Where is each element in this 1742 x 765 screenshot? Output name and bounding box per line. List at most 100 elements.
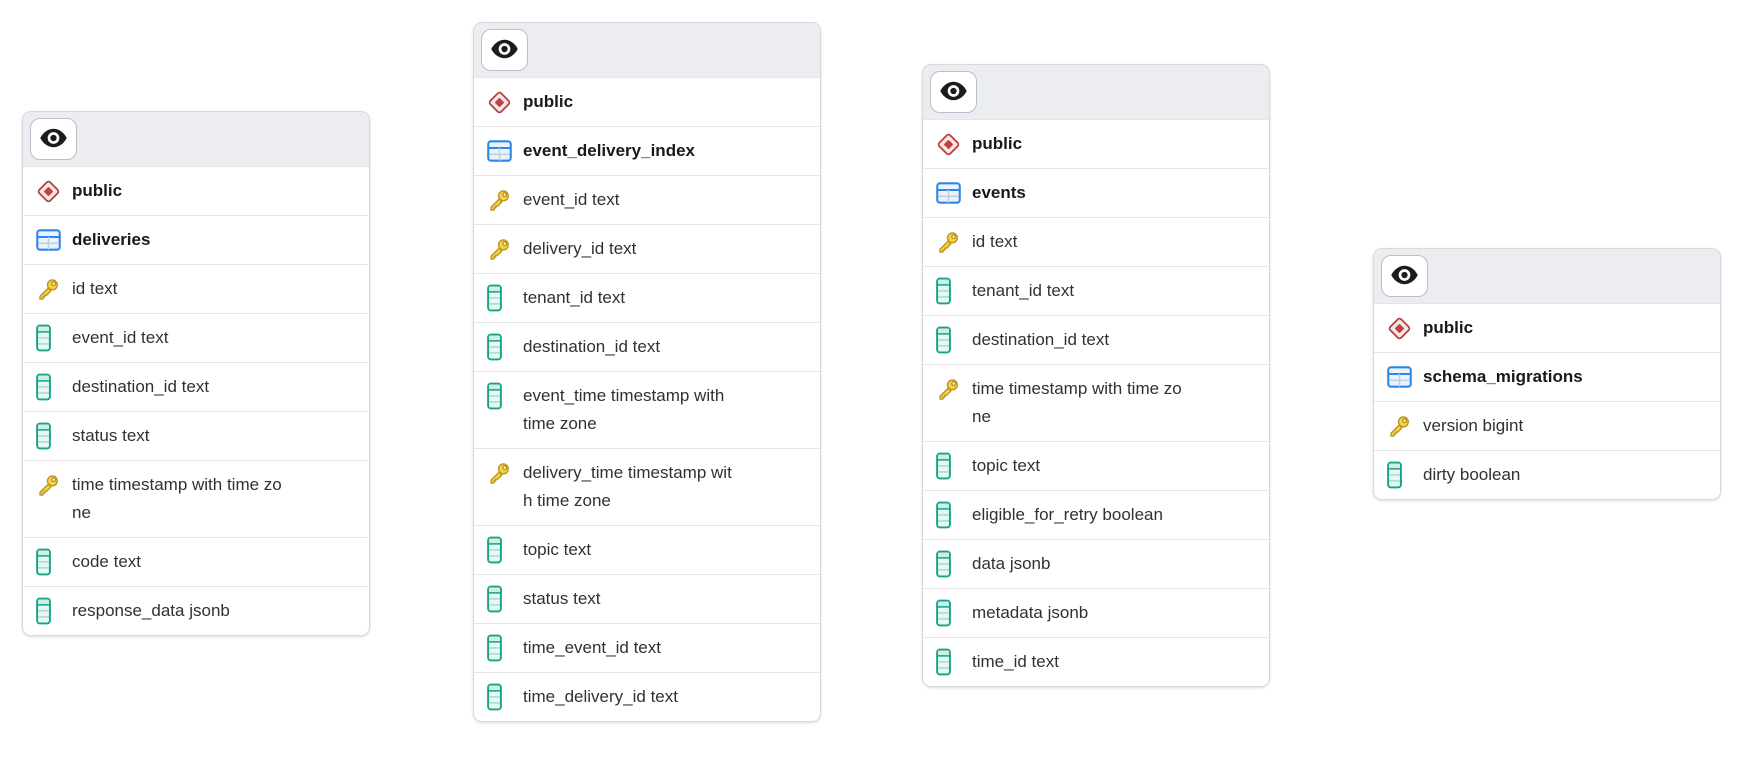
visibility-toggle-button[interactable] <box>30 118 77 160</box>
column-row: id text <box>23 264 369 313</box>
table-card-events[interactable]: public events id text tenant_id text des… <box>922 64 1270 687</box>
column-row: time_id text <box>923 637 1269 686</box>
column-type: text <box>1031 652 1059 671</box>
column-row: tenant_id text <box>474 273 820 322</box>
column-type: boolean <box>1459 465 1521 484</box>
column-icon <box>36 373 63 401</box>
primary-key-icon <box>36 471 63 499</box>
visibility-toggle-button[interactable] <box>930 71 977 113</box>
column-icon <box>36 324 63 352</box>
column-label: id text <box>72 275 117 303</box>
schema-diamond-icon <box>36 177 63 205</box>
column-type: text <box>632 337 661 356</box>
column-label: tenant_id text <box>972 277 1074 305</box>
table-name: event_delivery_index <box>523 141 695 160</box>
column-name: time_event_id <box>523 638 629 657</box>
column-icon <box>487 382 514 410</box>
visibility-toggle-button[interactable] <box>1381 255 1428 297</box>
column-name: destination_id <box>972 330 1077 349</box>
column-row: status text <box>474 574 820 623</box>
schema-name: public <box>72 181 123 200</box>
column-type: text <box>592 190 620 209</box>
visibility-toggle-button[interactable] <box>481 29 528 71</box>
column-name: metadata <box>972 603 1043 622</box>
column-name: event_id <box>523 190 588 209</box>
column-label: metadata jsonb <box>972 599 1088 627</box>
column-type: text <box>597 288 626 307</box>
column-type: jsonb <box>1047 603 1089 622</box>
column-row: metadata jsonb <box>923 588 1269 637</box>
column-type: jsonb <box>1009 554 1051 573</box>
column-name: event_id <box>72 328 137 347</box>
column-icon <box>936 452 963 480</box>
column-name: event_time <box>523 386 607 405</box>
card-header <box>23 112 369 166</box>
column-label: dirty boolean <box>1423 461 1520 489</box>
column-name: time <box>972 379 1005 398</box>
table-name: events <box>972 183 1026 202</box>
primary-key-icon <box>487 235 514 263</box>
column-type: text <box>122 426 150 445</box>
schema-row: public <box>474 77 820 126</box>
table-card-schema-migrations[interactable]: public schema_migrations version bigint … <box>1373 248 1721 500</box>
column-label: status text <box>523 585 601 613</box>
column-row: event_id text <box>23 313 369 362</box>
column-type: text <box>113 552 142 571</box>
column-type: timestamp with time zone <box>523 463 732 510</box>
column-type: text <box>1081 330 1110 349</box>
column-name: time_id <box>972 652 1027 671</box>
schema-row: public <box>23 166 369 215</box>
column-type: jsonb <box>189 601 230 620</box>
column-type: text <box>989 232 1018 251</box>
column-icon <box>936 648 963 676</box>
eye-icon <box>1389 262 1420 291</box>
column-icon <box>936 326 963 354</box>
column-row: topic text <box>474 525 820 574</box>
card-header <box>474 23 820 77</box>
schema-diamond-icon <box>487 88 514 116</box>
column-name: id <box>72 279 86 298</box>
column-name: version <box>1423 416 1478 435</box>
table-name-row: event_delivery_index <box>474 126 820 175</box>
column-row: data jsonb <box>923 539 1269 588</box>
column-name: tenant_id <box>523 288 593 307</box>
schema-name: public <box>972 134 1023 153</box>
table-card-deliveries[interactable]: public deliveries id text event_id text … <box>22 111 370 636</box>
schema-name: public <box>1423 318 1474 337</box>
primary-key-icon <box>936 375 963 403</box>
column-type: text <box>650 687 678 706</box>
column-row: dirty boolean <box>1374 450 1720 499</box>
column-label: tenant_id text <box>523 284 625 312</box>
column-row: time_event_id text <box>474 623 820 672</box>
column-name: eligible_for_retry <box>972 505 1098 524</box>
table-name-row: events <box>923 168 1269 217</box>
column-icon <box>936 599 963 627</box>
column-type: bigint <box>1482 416 1524 435</box>
column-label: status text <box>72 422 150 450</box>
table-grid-icon <box>936 179 963 207</box>
column-row: event_time timestamp with time zone <box>474 371 820 448</box>
column-label: destination_id text <box>72 373 209 401</box>
column-icon <box>487 683 514 711</box>
primary-key-icon <box>487 459 514 487</box>
table-card-event-delivery-index[interactable]: public event_delivery_index event_id tex… <box>473 22 821 722</box>
column-label: time_id text <box>972 648 1059 676</box>
column-type: timestamp with time zone <box>523 386 725 433</box>
column-name: topic <box>523 540 559 559</box>
column-type: timestamp with time zone <box>72 475 282 522</box>
table-name-row: schema_migrations <box>1374 352 1720 401</box>
table-grid-icon <box>487 137 514 165</box>
column-type: text <box>181 377 210 396</box>
column-row: destination_id text <box>23 362 369 411</box>
column-name: topic <box>972 456 1008 475</box>
schema-row: public <box>923 119 1269 168</box>
column-row: eligible_for_retry boolean <box>923 490 1269 539</box>
column-label: code text <box>72 548 141 576</box>
column-label: event_id text <box>72 324 168 352</box>
column-name: code <box>72 552 109 571</box>
card-header <box>923 65 1269 119</box>
column-label: id text <box>972 228 1017 256</box>
column-row: status text <box>23 411 369 460</box>
column-name: id <box>972 232 986 251</box>
column-type: boolean <box>1102 505 1163 524</box>
